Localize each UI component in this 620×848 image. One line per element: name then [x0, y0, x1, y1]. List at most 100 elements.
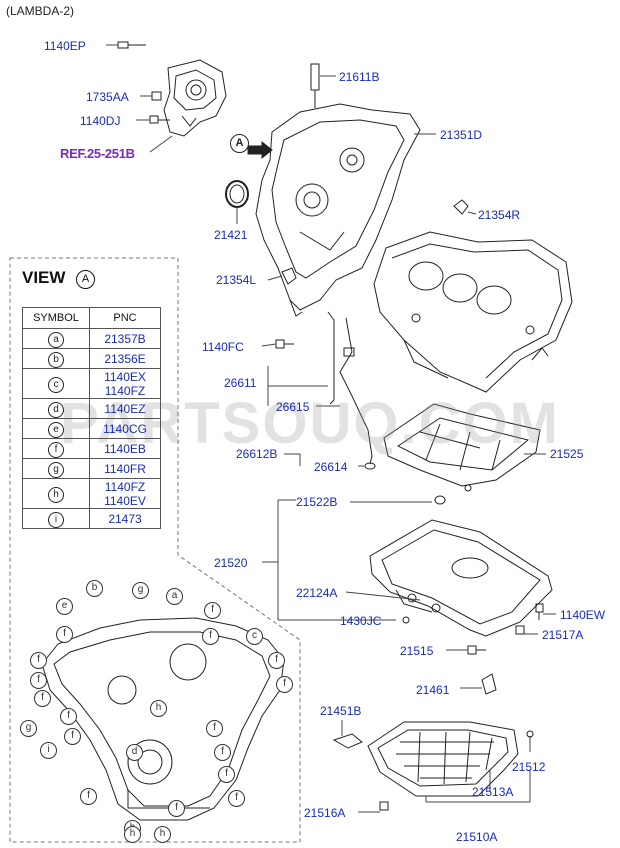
- part-label-21520[interactable]: 21520: [214, 556, 248, 570]
- view-a-callout: A: [230, 134, 249, 153]
- view-callout-f: f: [206, 720, 223, 737]
- pnc-cell[interactable]: 21473: [89, 508, 161, 529]
- view-callout-f: f: [202, 628, 219, 645]
- symbol-cell: h: [22, 478, 90, 509]
- bolt-1140fc: [275, 339, 294, 349]
- view-callout-f: f: [80, 788, 97, 805]
- part-label-21512[interactable]: 21512: [512, 760, 546, 774]
- view-callout-f: f: [60, 708, 77, 725]
- part-label-1430jc[interactable]: 1430JC: [340, 614, 382, 628]
- pnc-cell[interactable]: 1140CG: [89, 418, 161, 439]
- symbol-cell: c: [22, 368, 90, 399]
- part-label-21525[interactable]: 21525: [550, 447, 584, 461]
- oring-26614: [364, 462, 376, 470]
- symbol-circle: i: [48, 512, 64, 528]
- view-callout-f: f: [30, 672, 47, 689]
- dipstick: [327, 311, 373, 465]
- symbol-circle: c: [48, 377, 64, 393]
- symbol-cell: a: [22, 328, 90, 349]
- symbol-circle: f: [48, 442, 64, 458]
- view-boundary: [9, 257, 301, 843]
- part-label-21522b[interactable]: 21522B: [296, 495, 338, 509]
- cylinder-block: [373, 231, 573, 393]
- diagram-title: (LAMBDA-2): [6, 4, 75, 18]
- view-callout-f: f: [228, 790, 245, 807]
- part-label-22124a[interactable]: 22124A: [296, 586, 338, 600]
- symbol-row: i 21473: [22, 508, 161, 529]
- part-label-1140ep[interactable]: 1140EP: [44, 39, 86, 53]
- view-callout-h: h: [124, 826, 141, 843]
- view-callout-f: f: [218, 766, 235, 783]
- part-label-21451b[interactable]: 21451B: [320, 704, 362, 718]
- view-callout-c: c: [246, 628, 263, 645]
- symbol-cell: i: [22, 508, 90, 529]
- view-callout-f: f: [168, 800, 185, 817]
- part-label-26614[interactable]: 26614: [314, 460, 348, 474]
- part-label-1140fc[interactable]: 1140FC: [202, 340, 244, 354]
- pnc-cell[interactable]: 1140EZ: [89, 398, 161, 419]
- view-callout-g: g: [20, 720, 37, 737]
- symbol-circle: a: [48, 332, 64, 348]
- symbol-cell: f: [22, 438, 90, 459]
- part-label-21517a[interactable]: 21517A: [542, 628, 584, 642]
- part-label-1735aa[interactable]: 1735AA: [86, 90, 129, 104]
- gasket-21451b: [332, 733, 363, 749]
- view-callout-f: f: [30, 652, 47, 669]
- part-label-1140ew[interactable]: 1140EW: [560, 608, 606, 622]
- part-label-21515[interactable]: 21515: [400, 644, 434, 658]
- stud-21611b: [310, 63, 320, 108]
- part-label-21351d[interactable]: 21351D: [440, 128, 483, 142]
- view-callout-i: i: [40, 742, 57, 759]
- timing-cover: [255, 103, 421, 317]
- lower-oil-pan: [367, 721, 519, 797]
- gasket-21522b: [434, 495, 446, 505]
- oil-seal-21421: [225, 180, 249, 208]
- view-callout-f: f: [34, 690, 51, 707]
- part-label-21611b[interactable]: 21611B: [339, 70, 380, 84]
- symbol-row: f 1140EB: [22, 438, 161, 459]
- part-label-26612b[interactable]: 26612B: [236, 447, 278, 461]
- part-label-21516a[interactable]: 21516A: [304, 806, 346, 820]
- part-label-21421[interactable]: 21421: [214, 228, 248, 242]
- pnc-cell[interactable]: 1140FZ 1140EV: [89, 478, 161, 509]
- pnc-cell[interactable]: 21356E: [89, 348, 161, 369]
- part-label-21461[interactable]: 21461: [416, 683, 450, 697]
- pnc-column-header: PNC: [89, 307, 161, 329]
- gasket-21354r: [453, 199, 469, 215]
- view-callout-h: h: [150, 700, 167, 717]
- pnc-cell[interactable]: 21357B: [89, 328, 161, 349]
- cover-21461: [481, 673, 497, 695]
- view-a-cover: [41, 617, 285, 821]
- part-label-1140dj[interactable]: 1140DJ: [80, 114, 121, 128]
- view-callout-a: a: [166, 588, 183, 605]
- part-label-21513a[interactable]: 21513A: [472, 785, 514, 799]
- view-callout-f: f: [204, 602, 221, 619]
- pnc-cell[interactable]: 1140EB: [89, 438, 161, 459]
- symbol-circle: d: [48, 402, 64, 418]
- view-marker: A: [76, 270, 95, 289]
- pnc-cell[interactable]: 1140EX 1140FZ: [89, 368, 161, 399]
- pin-1430jc: [402, 616, 410, 624]
- ladder-frame: [383, 403, 541, 492]
- part-label-26615[interactable]: 26615: [276, 400, 310, 414]
- water-pump-housing: [163, 59, 227, 137]
- part-label-26611[interactable]: 26611: [224, 376, 257, 390]
- part-label-21354l[interactable]: 21354L: [216, 273, 257, 287]
- part-label-21510a[interactable]: 21510A: [456, 830, 498, 844]
- pnc-cell[interactable]: 1140FR: [89, 458, 161, 479]
- symbol-cell: e: [22, 418, 90, 439]
- view-callout-g: g: [132, 582, 149, 599]
- view-callout-d: d: [126, 744, 143, 761]
- reference-link[interactable]: REF.25-251B: [60, 146, 135, 161]
- view-callout-f: f: [268, 652, 285, 669]
- bolt-1140ep: [117, 41, 146, 49]
- view-callout-f: f: [276, 676, 293, 693]
- view-callout-e: e: [56, 598, 73, 615]
- view-callout-f: f: [64, 728, 81, 745]
- upper-oil-pan: [369, 519, 553, 637]
- bolt-21517a: [515, 625, 525, 635]
- part-label-21354r[interactable]: 21354R: [478, 208, 521, 222]
